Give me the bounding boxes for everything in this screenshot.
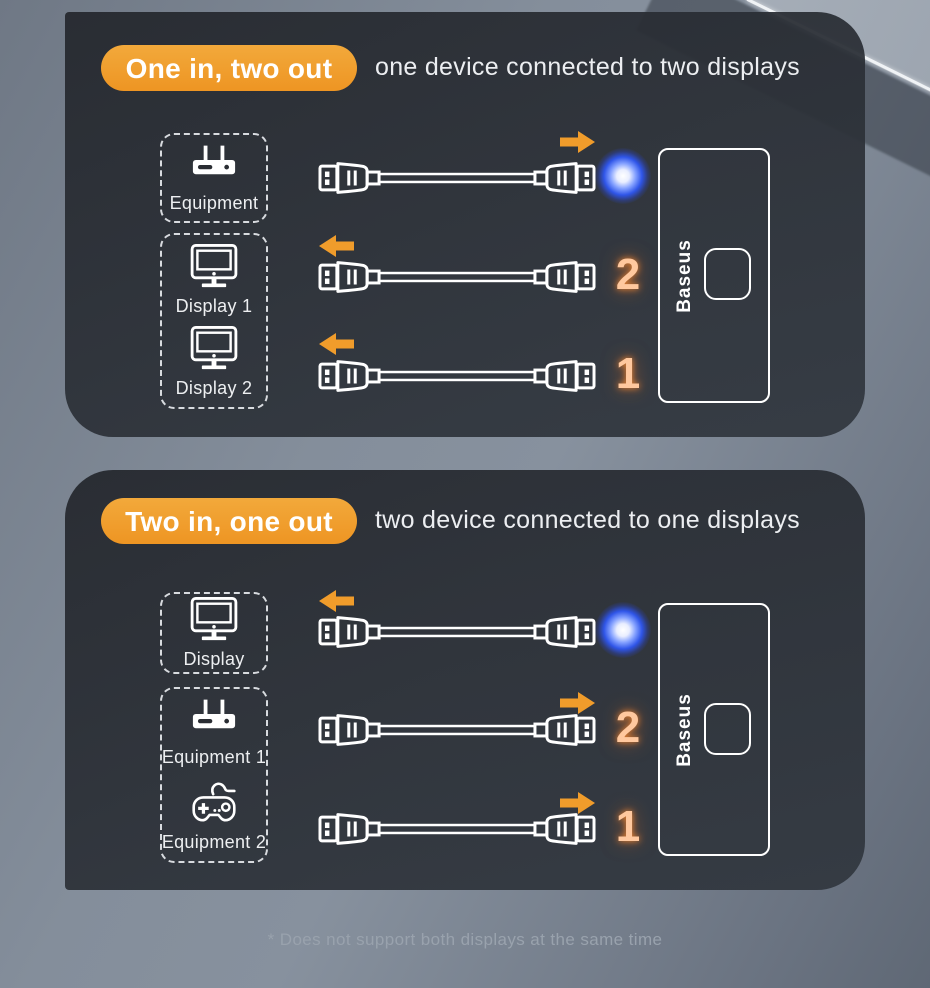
monitor-icon (188, 596, 240, 643)
equipment-1-label: Equipment 1 (161, 747, 267, 768)
router-icon (187, 143, 241, 187)
equipment-2-item: Equipment 2 (162, 777, 266, 853)
display-label: Display (183, 649, 245, 669)
displays-group-box: Display 1 Display 2 (160, 233, 268, 409)
display-2-item: Display 2 (176, 325, 253, 399)
display-item: Display (183, 596, 244, 670)
panel-subtitle: two device connected to one displays (375, 506, 800, 534)
switch-button (704, 248, 751, 300)
display-1-label: Display 1 (175, 296, 253, 316)
badge-one-in-two-out: One in, two out (101, 45, 357, 91)
equipment-2-label: Equipment 2 (161, 831, 267, 852)
equipment-label: Equipment (169, 192, 259, 213)
panel-two-in-one-out: Two in, one out two device connected to … (65, 470, 865, 890)
monitor-icon (188, 243, 240, 290)
hdmi-cable-icon (318, 352, 596, 400)
display-group-box: Display (160, 592, 268, 674)
footnote: * Does not support both displays at the … (267, 930, 663, 949)
equipment-1-item: Equipment 1 (162, 697, 266, 768)
display-2-label: Display 2 (175, 378, 253, 398)
gamepad-icon (188, 777, 240, 826)
port-number-2: 2 (615, 703, 641, 752)
port-number-2: 2 (615, 250, 641, 299)
badge-two-in-one-out: Two in, one out (101, 498, 357, 544)
blue-led-indicator (595, 602, 651, 658)
hdmi-cable-icon (318, 706, 596, 754)
router-icon (187, 697, 241, 741)
switch-device: Baseus (658, 603, 770, 856)
switch-device: Baseus (658, 148, 770, 403)
hdmi-cable-icon (318, 154, 596, 202)
source-group-box: Equipment (160, 133, 268, 223)
device-brand-label: Baseus (674, 238, 695, 313)
equipments-group-box: Equipment 1 Equipment 2 (160, 687, 268, 863)
hdmi-cable-icon (318, 253, 596, 301)
monitor-icon (188, 325, 240, 372)
hdmi-cable-icon (318, 805, 596, 853)
panel-one-in-two-out: One in, two out one device connected to … (65, 12, 865, 437)
switch-button (704, 703, 751, 755)
arrow-right-icon (560, 129, 596, 155)
panel-subtitle: one device connected to two displays (375, 53, 800, 81)
equipment-item: Equipment (170, 143, 259, 214)
port-number-1: 1 (615, 349, 641, 398)
display-1-item: Display 1 (176, 243, 253, 317)
blue-led-indicator (595, 148, 651, 204)
port-number-1: 1 (615, 802, 641, 851)
hdmi-cable-icon (318, 608, 596, 656)
device-brand-label: Baseus (674, 692, 695, 767)
